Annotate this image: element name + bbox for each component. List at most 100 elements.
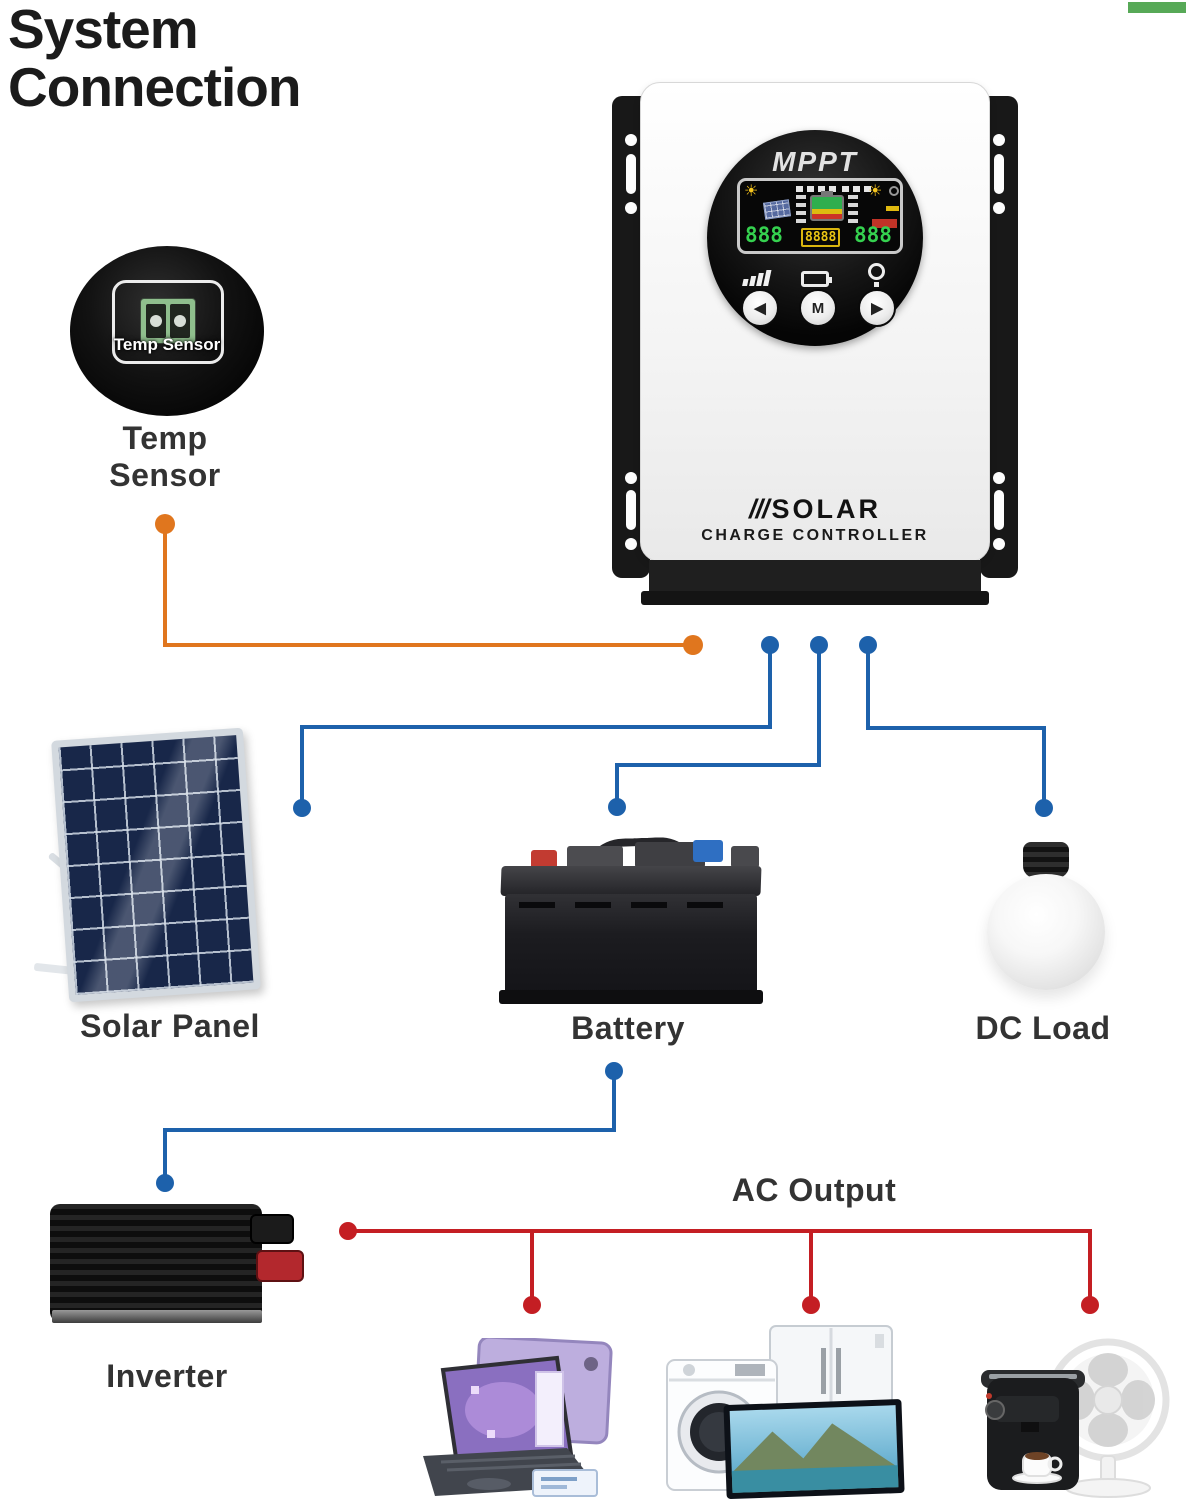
terminal-pin bbox=[146, 304, 166, 338]
bulb-screw-base bbox=[1023, 842, 1069, 878]
screen-sidebar bbox=[535, 1371, 564, 1447]
battery-vents bbox=[519, 902, 743, 908]
menu-button: M bbox=[799, 289, 837, 327]
temp-sensor-device-label: Temp Sensor bbox=[113, 335, 221, 354]
pv-readout: 888 bbox=[745, 223, 783, 247]
wire-node-dot bbox=[156, 1174, 174, 1192]
panel-face bbox=[51, 727, 261, 1003]
mount-slot bbox=[994, 490, 1004, 530]
terminal-screw bbox=[150, 315, 162, 327]
battery-image bbox=[495, 835, 767, 1006]
mount-hole bbox=[625, 538, 637, 550]
fan-base bbox=[1065, 1478, 1151, 1498]
mppt-logo: MPPT bbox=[772, 146, 858, 177]
status-dot-icon bbox=[889, 186, 899, 196]
fridge-vent bbox=[875, 1334, 884, 1348]
bulb-glass bbox=[987, 874, 1105, 990]
controller-solar-wordmark: ///SOLAR bbox=[748, 494, 881, 524]
wire-node-dot bbox=[608, 798, 626, 816]
box-label bbox=[541, 1477, 577, 1481]
coffee-maker-head bbox=[995, 1396, 1059, 1422]
tablet-camera bbox=[584, 1357, 598, 1371]
battery-readout: 8888 bbox=[801, 228, 841, 247]
coffee-maker-light bbox=[986, 1393, 992, 1399]
lcd-segments bbox=[796, 195, 806, 223]
wire-node-dot bbox=[683, 635, 703, 655]
key-row bbox=[446, 1462, 582, 1472]
wire-node-dot bbox=[810, 636, 828, 654]
sensor-terminal-block bbox=[140, 298, 196, 344]
coffee-maker-dial bbox=[985, 1400, 1005, 1420]
ac-output-caption: AC Output bbox=[731, 1172, 897, 1208]
battery-wire bbox=[615, 645, 821, 807]
coffee-spout bbox=[1021, 1422, 1039, 1432]
battery-negative-terminal bbox=[693, 840, 723, 862]
fan-hub bbox=[1093, 1385, 1123, 1415]
mount-hole bbox=[993, 472, 1005, 484]
key-row bbox=[440, 1454, 576, 1464]
tv bbox=[723, 1399, 905, 1499]
signal-bars-icon bbox=[742, 268, 780, 286]
wire-node-dot bbox=[859, 636, 877, 654]
wire-node-dot bbox=[1035, 799, 1053, 817]
battery-gauge-icon bbox=[810, 191, 844, 221]
solar-panel-caption: Solar Panel bbox=[80, 1008, 260, 1044]
ac-output-wire bbox=[348, 1229, 1092, 1305]
right-arrow-button: ▶ bbox=[858, 289, 896, 327]
dc-load-caption: DC Load bbox=[975, 1010, 1111, 1046]
wire-node-dot bbox=[605, 1062, 623, 1080]
wire-node-dot bbox=[339, 1222, 357, 1240]
controller-subtitle: CHARGE CONTROLLER bbox=[701, 527, 929, 544]
lcd-alert-badge bbox=[872, 219, 897, 228]
lcd-segments bbox=[796, 186, 836, 192]
fridge-handle bbox=[836, 1348, 841, 1394]
cup-handle bbox=[1047, 1456, 1063, 1472]
inverter-caption: Inverter bbox=[106, 1358, 228, 1394]
lcd-segments bbox=[848, 195, 858, 223]
dc-load-wire bbox=[866, 645, 1046, 808]
lcd-segments bbox=[886, 206, 899, 211]
mount-hole bbox=[625, 202, 637, 214]
coffee-maker-trim bbox=[989, 1374, 1077, 1379]
wire-node-dot bbox=[523, 1296, 541, 1314]
bulb-outline-icon bbox=[868, 263, 885, 287]
temp-sensor-image: Temp Sensor bbox=[70, 246, 264, 416]
slashes-icon: /// bbox=[748, 494, 769, 524]
coffee-fan-image bbox=[981, 1338, 1170, 1498]
inverter-wire bbox=[163, 1071, 616, 1183]
controller-lcd: ☀ ☀ 888 8888 888 bbox=[737, 178, 903, 254]
washer-display bbox=[735, 1364, 765, 1376]
coffee bbox=[1025, 1452, 1049, 1460]
controller-heatsink bbox=[649, 560, 981, 594]
inverter-black-terminal bbox=[250, 1214, 294, 1244]
bulb-icon: ☀ bbox=[868, 183, 883, 200]
appliances-image bbox=[666, 1325, 905, 1499]
inverter-base-strip bbox=[52, 1310, 262, 1323]
terminal-screw bbox=[174, 315, 186, 327]
wire-node-dot bbox=[802, 1296, 820, 1314]
mount-slot bbox=[994, 154, 1004, 194]
box-label bbox=[541, 1485, 567, 1489]
fridge-handle bbox=[821, 1348, 826, 1394]
accent-bar bbox=[1128, 2, 1186, 13]
battery-case bbox=[505, 894, 757, 994]
wire-node-dot bbox=[155, 514, 175, 534]
mount-slot bbox=[626, 154, 636, 194]
solar-panel-icon bbox=[762, 199, 792, 220]
solar-panel-wire bbox=[300, 645, 772, 808]
left-arrow-button: ◀ bbox=[741, 289, 779, 327]
page-title: System Connection bbox=[8, 0, 301, 119]
washer-knob bbox=[683, 1364, 695, 1376]
mount-slot bbox=[626, 490, 636, 530]
battery-top-block bbox=[731, 846, 759, 868]
solar-panel-image bbox=[33, 727, 283, 1018]
laptop-image bbox=[423, 1338, 613, 1497]
retail-box bbox=[532, 1469, 598, 1497]
load-readout: 888 bbox=[854, 223, 892, 247]
mount-hole bbox=[625, 134, 637, 146]
tv-lake bbox=[731, 1465, 899, 1493]
battery-caption: Battery bbox=[571, 1010, 685, 1046]
mount-hole bbox=[625, 472, 637, 484]
sensor-frame bbox=[112, 280, 224, 364]
mount-hole bbox=[993, 134, 1005, 146]
